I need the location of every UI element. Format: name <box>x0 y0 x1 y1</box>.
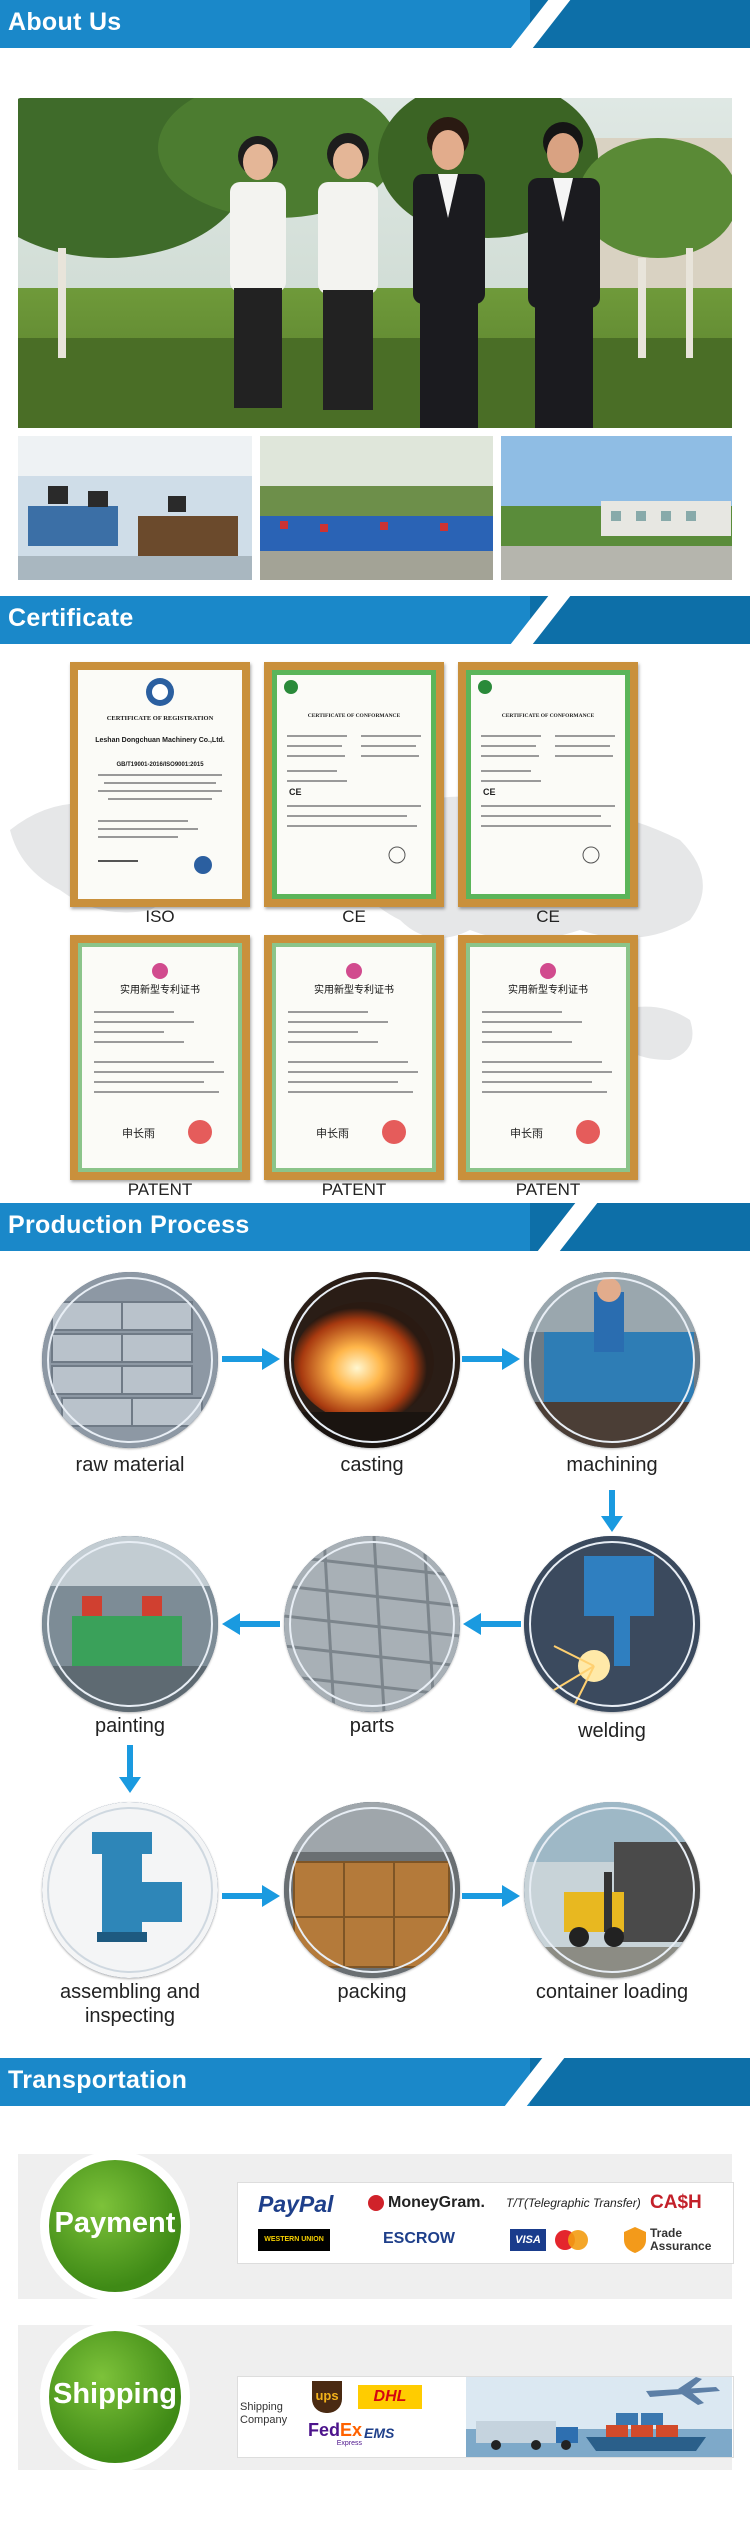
cert-label-patent-1: PATENT <box>127 1180 193 1199</box>
arrow-right-icon <box>222 1885 280 1907</box>
shield-icon <box>624 2227 646 2253</box>
arrow-right-icon <box>222 1348 280 1370</box>
arrow-right-icon <box>462 1885 520 1907</box>
staff-photo <box>260 436 493 580</box>
cert-ce-1: CERTIFICATE OF CONFORMANCE CE <box>264 662 444 907</box>
step-label-painting: painting <box>94 1715 166 1737</box>
dhl-logo: DHL <box>358 2385 422 2409</box>
step-packing-image <box>284 1802 460 1978</box>
svg-text:CE: CE <box>483 787 496 797</box>
certificate-title: Certificate <box>8 604 134 632</box>
fedex-logo: FedEx Express <box>308 2420 363 2447</box>
transport-illustration <box>466 2377 732 2457</box>
production-title: Production Process <box>8 1211 250 1239</box>
patent1-title: 实用新型专利证书 <box>120 983 200 996</box>
step-welding-image <box>524 1536 700 1712</box>
factory-photo <box>501 436 732 580</box>
iso-standard: GB/T19001-2016/ISO9001:2015 <box>116 762 204 768</box>
payment-badge-text: Payment <box>54 2207 176 2239</box>
about-header: About Us <box>0 0 750 48</box>
ce2-title: CERTIFICATE OF CONFORMANCE <box>502 713 595 719</box>
payment-badge: Payment <box>40 2151 190 2301</box>
step-raw-material-image <box>42 1272 218 1448</box>
visa-logo: VISA <box>510 2229 546 2251</box>
step-label-parts: parts <box>349 1715 395 1737</box>
arrow-right-icon <box>462 1348 520 1370</box>
cert-ce-2: CERTIFICATE OF CONFORMANCE CE <box>458 662 638 907</box>
cert-label-iso: ISO <box>145 907 175 926</box>
arrow-left-icon <box>222 1613 280 1635</box>
patent2-title: 实用新型专利证书 <box>314 983 394 996</box>
cash-logo: CA$H <box>650 2192 702 2213</box>
cert-label-patent-3: PATENT <box>515 1180 581 1199</box>
svg-text:申长雨: 申长雨 <box>510 1127 543 1140</box>
cert-iso: CERTIFICATE OF REGISTRATION Leshan Dongc… <box>70 662 250 907</box>
step-label-welding: welding <box>578 1720 646 1742</box>
step-container-loading-image <box>524 1802 700 1978</box>
mastercard-icon <box>555 2230 588 2250</box>
ce1-title: CERTIFICATE OF CONFORMANCE <box>308 713 401 719</box>
team-photo <box>18 98 732 428</box>
arrow-left-icon <box>463 1613 521 1635</box>
cert-label-ce-1: CE <box>342 907 366 926</box>
svg-text:申长雨: 申长雨 <box>316 1127 349 1140</box>
ems-logo: EMS <box>364 2425 395 2441</box>
shipping-company-label: Shipping Company <box>240 2401 288 2426</box>
step-label-packing: packing <box>337 1981 407 2003</box>
step-label-machining: machining <box>566 1454 658 1476</box>
step-label-assembling: assembling and inspecting <box>59 1981 201 2027</box>
cert-patent-1: 实用新型专利证书 申长雨 <box>70 935 250 1180</box>
ups-logo: ups <box>312 2381 342 2413</box>
shipping-badge-text: Shipping <box>52 2378 178 2410</box>
cert-patent-2: 实用新型专利证书 申长雨 <box>264 935 444 1180</box>
step-painting-image <box>42 1536 218 1712</box>
step-label-raw-material: raw material <box>75 1454 185 1476</box>
step-label-container-loading: container loading <box>535 1981 689 2003</box>
trade-assurance-logo: Trade Assurance <box>650 2226 712 2253</box>
svg-text:申长雨: 申长雨 <box>122 1127 155 1140</box>
paypal-logo: PayPal <box>258 2191 334 2217</box>
moneygram-logo: MoneyGram. <box>388 2194 485 2211</box>
step-label-casting: casting <box>340 1454 404 1476</box>
production-header: Production Process <box>0 1203 750 1251</box>
cert-label-ce-2: CE <box>536 907 560 926</box>
step-machining-image <box>524 1272 700 1448</box>
escrow-logo: ESCROW <box>383 2230 455 2247</box>
patent3-title: 实用新型专利证书 <box>508 983 588 996</box>
payment-logos: PayPal MoneyGram. T/T(Telegraphic Transf… <box>237 2182 734 2264</box>
iso-cert-title: CERTIFICATE OF REGISTRATION <box>107 715 214 722</box>
svg-text:CE: CE <box>289 787 302 797</box>
moneygram-icon <box>368 2195 384 2211</box>
transportation-title: Transportation <box>8 2066 188 2094</box>
certificate-header: Certificate <box>0 596 750 644</box>
tt-logo: T/T(Telegraphic Transfer) <box>506 2196 641 2210</box>
iso-company-line: Leshan Dongchuan Machinery Co.,Ltd. <box>95 737 225 744</box>
step-casting-image <box>284 1272 460 1448</box>
about-title: About Us <box>8 8 122 36</box>
shipping-logos: Shipping Company ups DHL FedEx Express E… <box>237 2376 734 2458</box>
step-assembling-image <box>42 1802 218 1978</box>
office-photo <box>18 436 252 580</box>
arrow-down-icon <box>601 1490 623 1532</box>
shipping-badge: Shipping <box>40 2322 190 2472</box>
cert-patent-3: 实用新型专利证书 申长雨 <box>458 935 638 1180</box>
transportation-header: Transportation <box>0 2058 750 2106</box>
cert-label-patent-2: PATENT <box>321 1180 387 1199</box>
western-union-logo: WESTERN UNION <box>258 2229 330 2251</box>
arrow-down-icon <box>119 1745 141 1793</box>
step-parts-image <box>284 1536 460 1712</box>
